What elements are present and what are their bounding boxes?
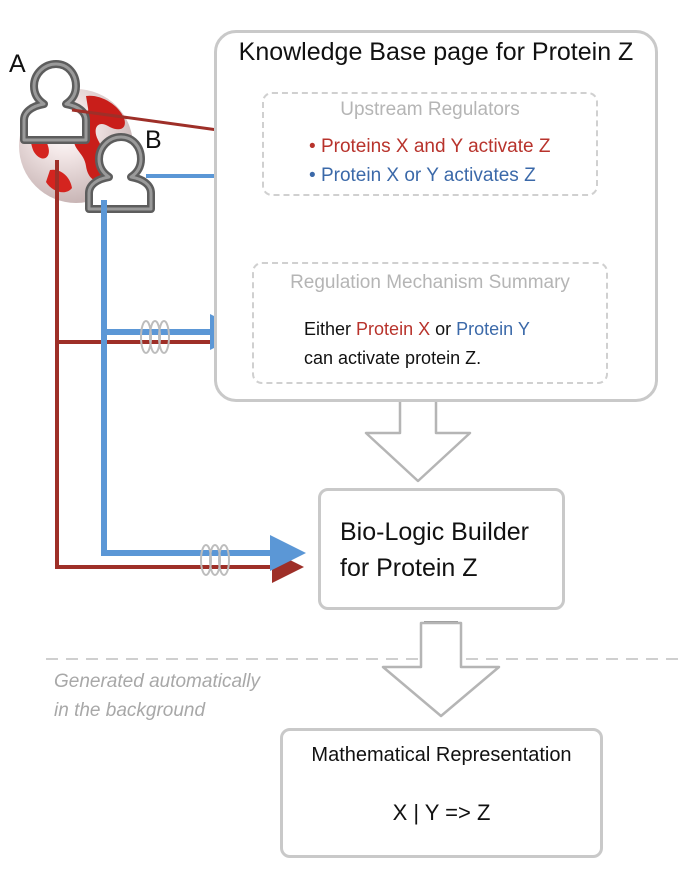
- mechanism-summary-line1: Either Protein X or Protein Y: [304, 319, 530, 340]
- user-b-trunk-line: [101, 200, 306, 571]
- bullet: •: [309, 136, 316, 157]
- bullet: •: [309, 165, 316, 186]
- spring-coil-icon: [140, 320, 170, 354]
- or-word: or: [435, 319, 452, 339]
- upstream-text-blue: Protein X or Y activates Z: [320, 165, 536, 186]
- bio-logic-builder-text: Bio-Logic Builder for Protein Z: [318, 514, 565, 586]
- note-line1: Generated automatically: [54, 671, 260, 692]
- down-arrow-icon: [381, 621, 501, 718]
- upstream-line-red: • Proteins X and Y activate Z: [309, 136, 550, 158]
- spring-coil-icon: [200, 544, 230, 576]
- protein-y-text: Protein Y: [456, 319, 530, 339]
- protein-x-text: Protein X: [356, 319, 431, 339]
- builder-line2: for Protein Z: [340, 554, 478, 582]
- builder-line1: Bio-Logic Builder: [340, 518, 529, 546]
- math-formula: X | Y => Z: [392, 800, 491, 825]
- background-note: Generated automatically in the backgroun…: [54, 667, 260, 725]
- mechanism-summary-line2: can activate protein Z.: [304, 348, 482, 368]
- upstream-regulators-title: Upstream Regulators: [340, 99, 520, 120]
- knowledge-base-title: Knowledge Base page for Protein Z: [238, 38, 634, 66]
- user-b-icon: [85, 133, 155, 213]
- math-representation-box: [280, 728, 603, 858]
- mechanism-summary-title: Regulation Mechanism Summary: [290, 272, 570, 293]
- either-word: Either: [304, 319, 352, 339]
- user-a-label: A: [9, 50, 26, 78]
- upstream-text-red: Proteins X and Y activate Z: [320, 136, 551, 157]
- bio-logic-builder-box: [318, 488, 565, 610]
- upstream-regulators-box: [262, 92, 598, 196]
- math-representation-title: Mathematical Representation: [311, 744, 572, 766]
- user-b-label: B: [145, 126, 162, 154]
- down-arrow-icon: [364, 392, 472, 483]
- user-a-icon: [20, 60, 90, 144]
- upstream-line-blue: • Protein X or Y activates Z: [309, 165, 536, 187]
- mechanism-summary-box: [252, 262, 608, 384]
- note-line2: in the background: [54, 700, 206, 721]
